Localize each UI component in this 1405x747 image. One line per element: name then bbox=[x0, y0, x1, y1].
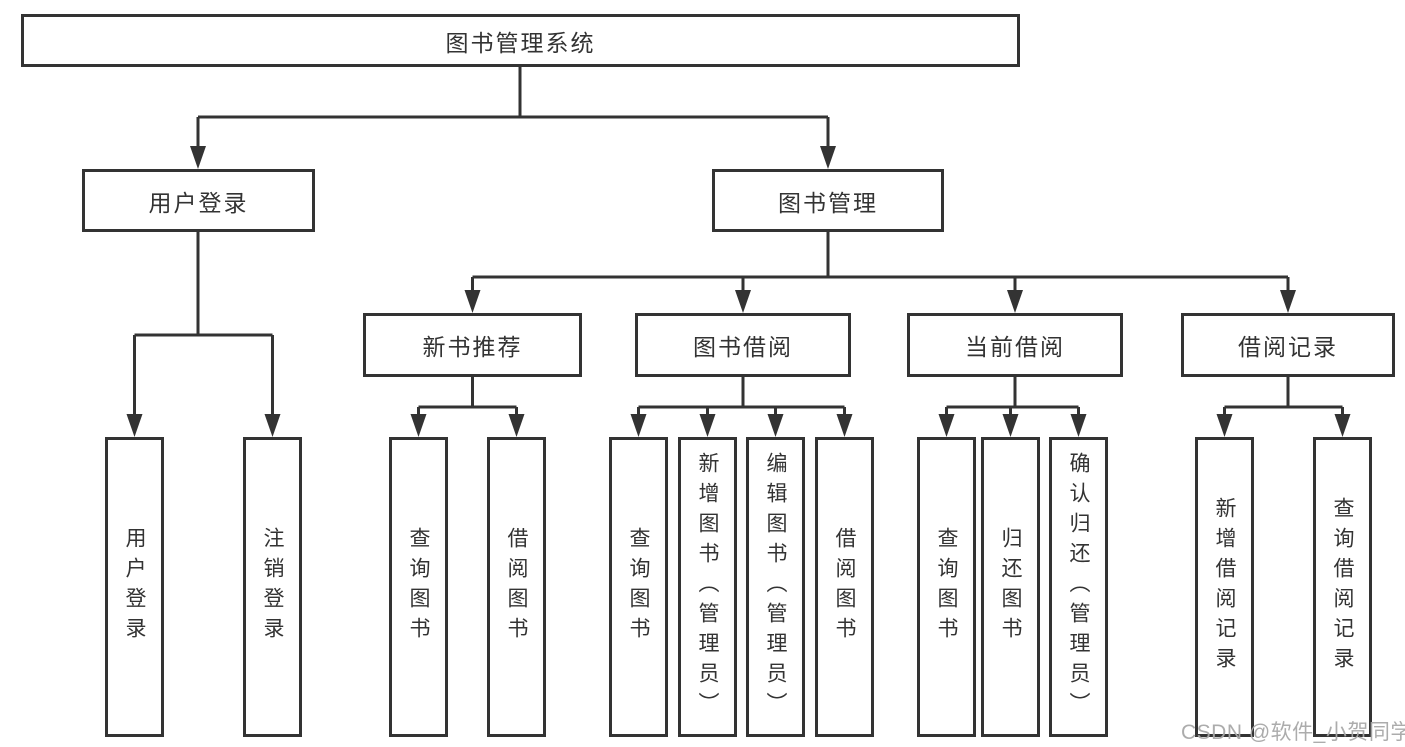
leaf-query-book-recommend: 查询图书 bbox=[389, 437, 448, 737]
leaf-query-book-borrowing: 查询图书 bbox=[609, 437, 668, 737]
leaf-query-book-current-label: 查询图书 bbox=[935, 527, 958, 647]
leaf-confirm-return-admin: 确认归还（管理员） bbox=[1049, 437, 1108, 737]
leaf-query-book-current: 查询图书 bbox=[917, 437, 976, 737]
csdn-watermark: CSDN @软件_小贺同学 bbox=[1181, 721, 1405, 744]
leaf-add-book-admin-label: 新增图书（管理员） bbox=[696, 452, 719, 722]
node-current-borrowing: 当前借阅 bbox=[907, 313, 1123, 377]
node-user-login-group-label: 用户登录 bbox=[148, 189, 249, 216]
leaf-add-borrow-record: 新增借阅记录 bbox=[1195, 437, 1254, 737]
node-new-book-recommend: 新书推荐 bbox=[363, 313, 582, 377]
connector-paths bbox=[133, 67, 1344, 416]
node-book-management-label: 图书管理 bbox=[778, 189, 878, 216]
leaf-add-borrow-record-label: 新增借阅记录 bbox=[1213, 497, 1236, 677]
leaf-edit-book-admin: 编辑图书（管理员） bbox=[746, 437, 805, 737]
leaf-add-book-admin: 新增图书（管理员） bbox=[678, 437, 737, 737]
leaf-borrow-book-recommend: 借阅图书 bbox=[487, 437, 546, 737]
leaf-query-borrow-record-label: 查询借阅记录 bbox=[1331, 497, 1354, 677]
node-root: 图书管理系统 bbox=[21, 14, 1020, 67]
node-borrow-records-label: 借阅记录 bbox=[1238, 334, 1338, 360]
node-book-management: 图书管理 bbox=[712, 169, 944, 232]
leaf-user-login-label: 用户登录 bbox=[123, 527, 146, 647]
node-book-borrowing: 图书借阅 bbox=[635, 313, 851, 377]
leaf-confirm-return-admin-label: 确认归还（管理员） bbox=[1067, 452, 1090, 722]
node-root-label: 图书管理系统 bbox=[445, 29, 596, 56]
leaf-logout: 注销登录 bbox=[243, 437, 302, 737]
leaf-query-book-recommend-label: 查询图书 bbox=[407, 527, 430, 647]
leaf-edit-book-admin-label: 编辑图书（管理员） bbox=[764, 452, 787, 722]
leaf-borrow-book-recommend-label: 借阅图书 bbox=[505, 527, 528, 647]
leaf-borrow-book-label: 借阅图书 bbox=[833, 527, 856, 647]
node-book-borrowing-label: 图书借阅 bbox=[693, 334, 793, 360]
node-user-login-group: 用户登录 bbox=[82, 169, 315, 232]
node-current-borrowing-label: 当前借阅 bbox=[965, 334, 1065, 360]
leaf-logout-label: 注销登录 bbox=[261, 527, 284, 647]
leaf-return-book: 归还图书 bbox=[981, 437, 1040, 737]
leaf-user-login: 用户登录 bbox=[105, 437, 164, 737]
leaf-query-book-borrowing-label: 查询图书 bbox=[627, 527, 650, 647]
node-borrow-records: 借阅记录 bbox=[1181, 313, 1395, 377]
arrowhead-icons bbox=[126, 146, 1351, 437]
leaf-return-book-label: 归还图书 bbox=[999, 527, 1022, 647]
leaf-query-borrow-record: 查询借阅记录 bbox=[1313, 437, 1372, 737]
leaf-borrow-book: 借阅图书 bbox=[815, 437, 874, 737]
node-new-book-recommend-label: 新书推荐 bbox=[422, 334, 523, 360]
